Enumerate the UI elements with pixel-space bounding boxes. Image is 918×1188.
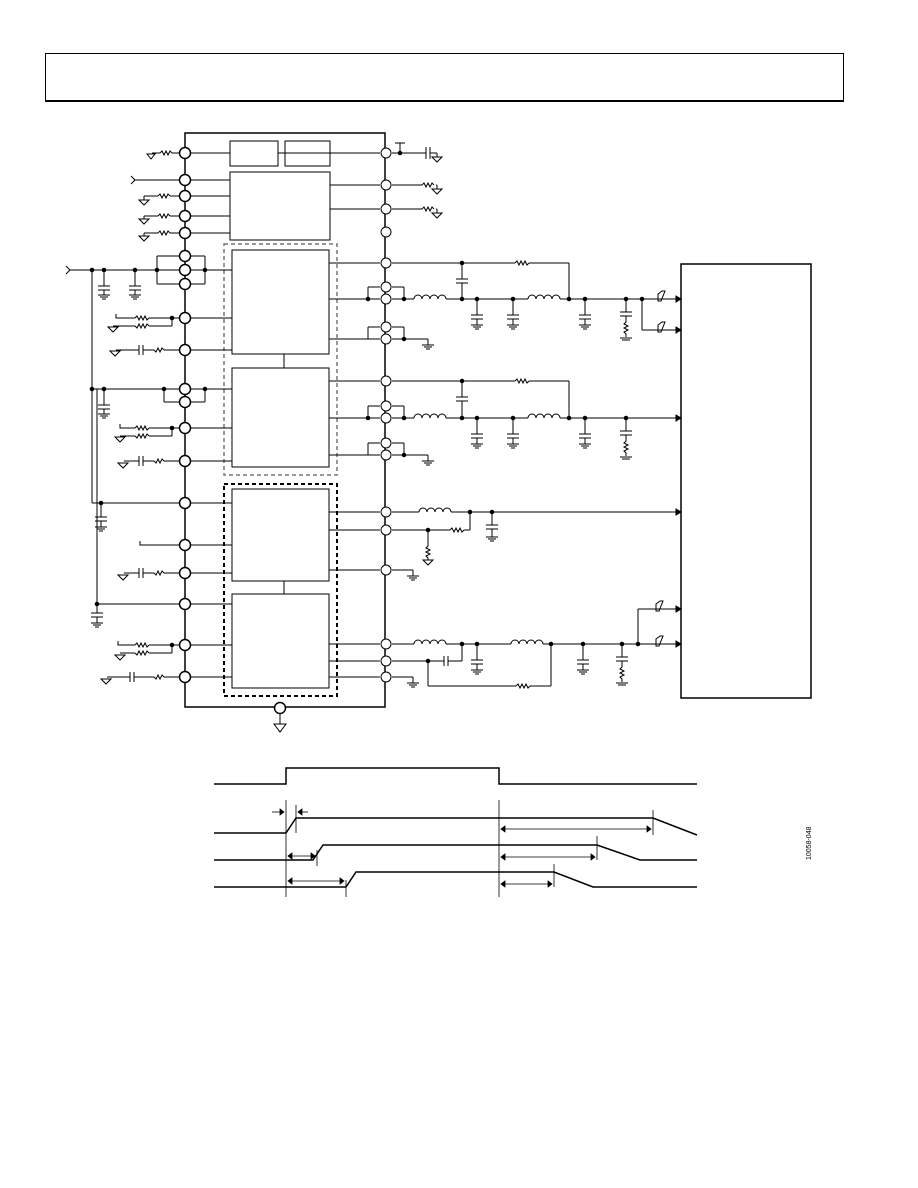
right-external-circuit bbox=[365, 142, 682, 690]
output-2-waveform bbox=[214, 844, 697, 861]
buck-regulator-1 bbox=[231, 249, 330, 355]
left-pins bbox=[178, 146, 192, 684]
ldo-regulator-1 bbox=[231, 488, 330, 582]
internal-block-a bbox=[229, 140, 279, 167]
output-1-waveform bbox=[214, 817, 698, 836]
ic-package bbox=[184, 132, 386, 708]
output-3-waveform bbox=[214, 871, 697, 888]
ldo-regulator-2 bbox=[231, 593, 330, 689]
internal-control-block bbox=[229, 171, 331, 241]
ldo-regulator-group bbox=[223, 483, 338, 697]
internal-right-wires bbox=[278, 152, 380, 678]
right-pins bbox=[380, 147, 392, 683]
timing-diagram bbox=[214, 767, 698, 888]
buck-regulator-2 bbox=[231, 367, 330, 468]
internal-left-wires bbox=[190, 152, 232, 678]
buck-regulator-group bbox=[223, 243, 338, 476]
ground-triangle-icon bbox=[273, 723, 287, 733]
figure-id: 10058-048 bbox=[806, 826, 813, 860]
timing-markers bbox=[272, 800, 654, 897]
load-processor-block bbox=[680, 263, 812, 699]
ground-pin bbox=[273, 701, 287, 715]
enable-waveform bbox=[214, 767, 697, 785]
page-header-box bbox=[45, 53, 844, 102]
left-external-circuit bbox=[65, 149, 208, 685]
